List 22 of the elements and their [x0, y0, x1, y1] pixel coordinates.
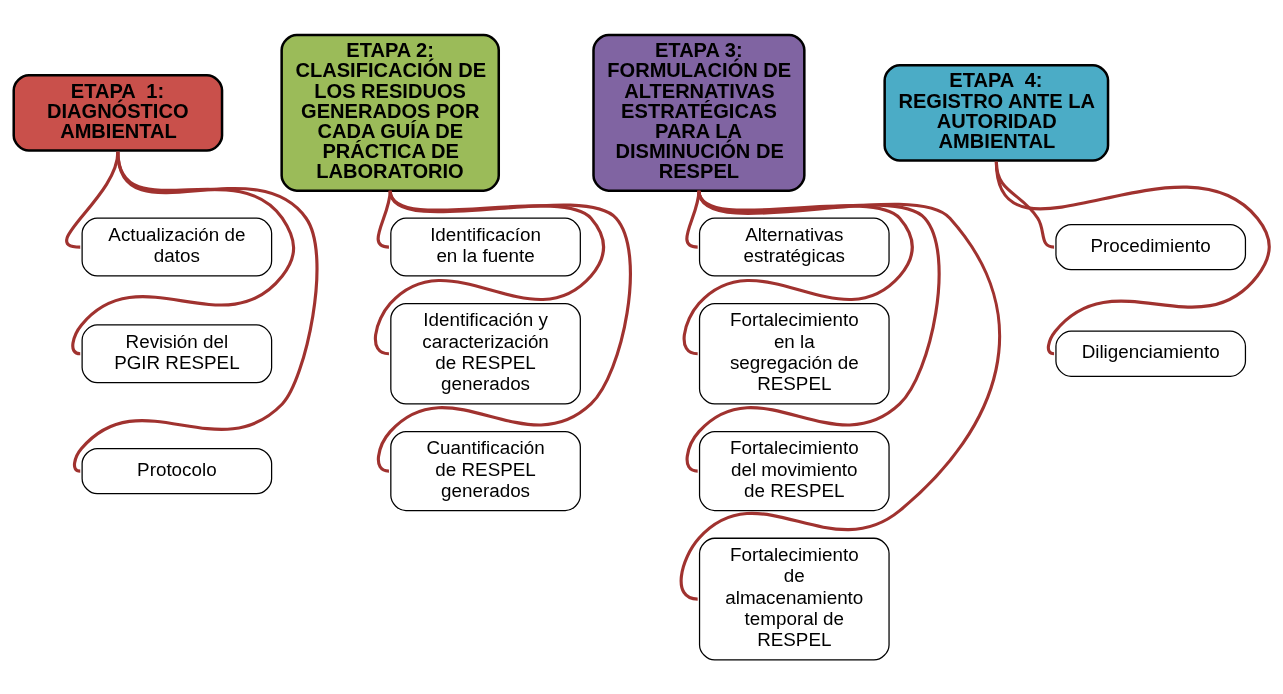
- node-box: Identificacíon en la fuente: [390, 217, 581, 277]
- node-box: Diligenciamiento: [1055, 330, 1247, 377]
- connector: [73, 151, 319, 472]
- connector: [377, 189, 632, 473]
- connector: [994, 161, 1271, 355]
- node-box: Cuantificación de RESPEL generados: [390, 430, 581, 511]
- node-box: ETAPA 1: DIAGNÓSTICO AMBIENTAL: [12, 73, 224, 152]
- node-box: Protocolo: [81, 447, 273, 494]
- node-box: Alternativas estratégicas: [698, 217, 890, 277]
- node-box: Fortalecimiento de almacenamiento temporal de RESPEL: [698, 537, 890, 661]
- node-box: Fortalecimiento en la segregación de RESPEL: [698, 302, 890, 405]
- node-box: Fortalecimiento del movimiento de RESPEL: [698, 430, 890, 511]
- node-box: Procedimiento: [1055, 223, 1247, 270]
- node-box: ETAPA 2: CLASIFICACIÓN DE LOS RESIDUOS GENERADOS POR CADA GUÍA DE PRÁCTICA DE LABORATORIO: [280, 33, 500, 192]
- node-box: ETAPA 3: FORMULACIÓN DE ALTERNATIVAS ESTRATÉGICAS PARA LA DISMINUCIÓN DE RESPEL: [592, 33, 806, 192]
- connector: [373, 189, 606, 355]
- connector: [685, 189, 941, 473]
- node-box: Revisión del PGIR RESPEL: [81, 323, 273, 383]
- connector: [682, 189, 914, 355]
- node-box: ETAPA 4: REGISTRO ANTE LA AUTORIDAD AMBIENTAL: [883, 63, 1110, 162]
- node-box: Identificación y caracterización de RESPEL generados: [390, 302, 581, 405]
- node-box: Actualización de datos: [81, 217, 273, 277]
